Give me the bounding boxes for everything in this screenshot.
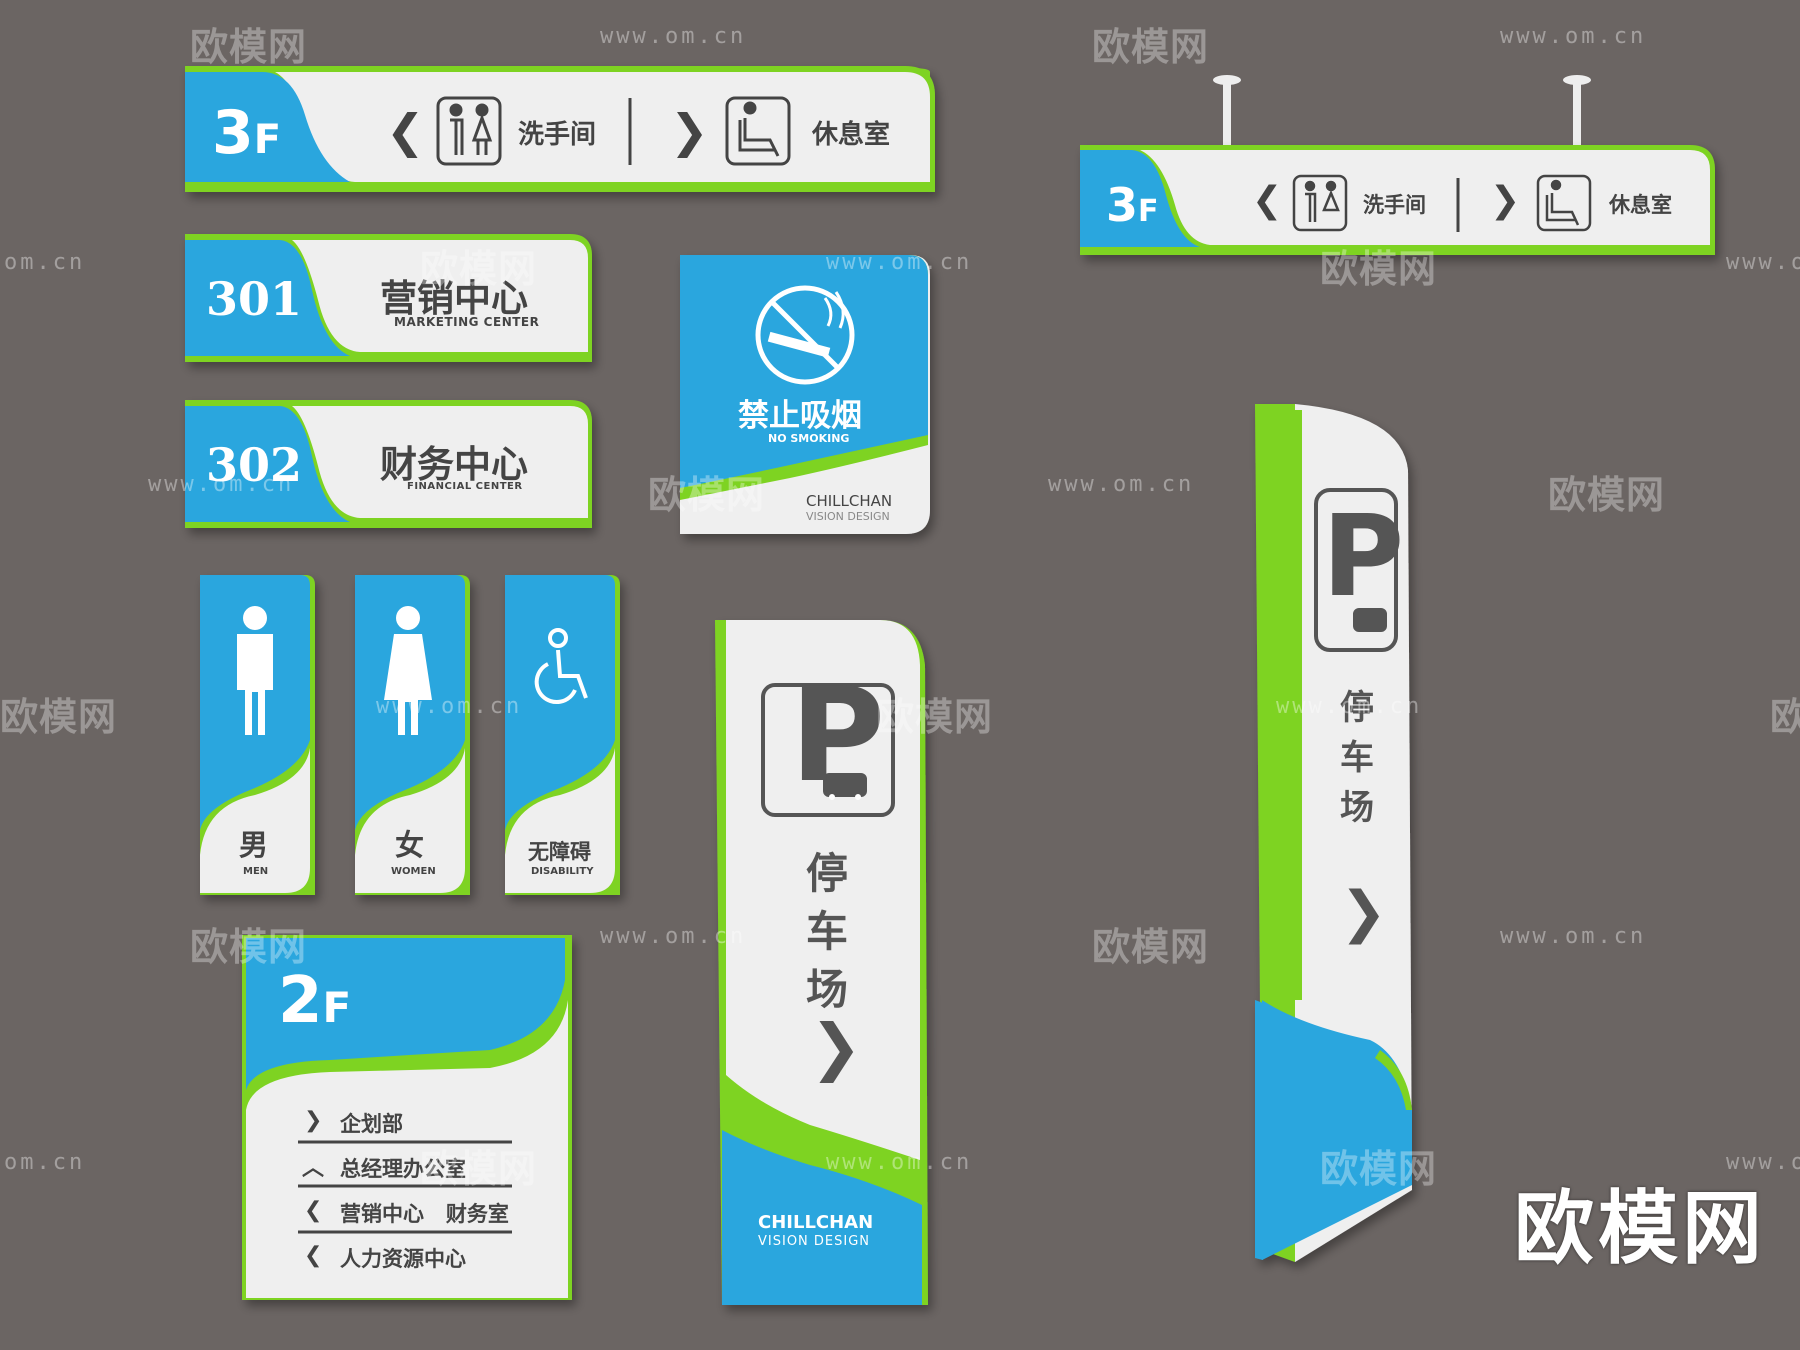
- sign-toilet-disability: [505, 575, 620, 895]
- directory-arrow-icon: ︿: [302, 1156, 325, 1181]
- watermark-url: om.cn: [4, 1150, 86, 1175]
- woman-icon: [384, 606, 432, 735]
- right-arrow-icon: ❯: [810, 1010, 862, 1083]
- parking-char: 停: [1340, 688, 1374, 728]
- parking-p-icon: [761, 683, 895, 817]
- room-number: 302: [206, 438, 303, 492]
- toilet-label: 男: [239, 828, 269, 862]
- hanging-rods: [1213, 75, 1591, 150]
- parking-char: 车: [806, 907, 849, 956]
- watermark-url: www.om.cn: [1048, 472, 1195, 497]
- watermark-url: www.om.cn: [1726, 250, 1800, 275]
- right-arrow-icon: ❯: [670, 104, 709, 158]
- watermark-url: www.om.cn: [1276, 694, 1423, 719]
- toilet-label-en: MEN: [243, 866, 269, 877]
- restroom-label: 洗手间: [1363, 193, 1426, 217]
- watermark-logo: 欧模网: [190, 925, 308, 969]
- watermark-logo: 欧模网: [876, 695, 994, 739]
- watermark-logo: 欧模网: [420, 247, 538, 291]
- brand-name: CHILLCHAN: [806, 492, 893, 510]
- toilet-label: 无障碍: [528, 840, 591, 864]
- room-title: 财务中心: [380, 443, 528, 486]
- directory-row: 总经理办公室: [340, 1157, 466, 1181]
- sign-room-302: [185, 400, 592, 528]
- watermark-url: www.om.cn: [826, 1150, 973, 1175]
- lounge-label: 休息室: [812, 120, 891, 150]
- watermark-logo: 欧模网: [1092, 25, 1210, 69]
- directory-row: 企划部: [340, 1112, 403, 1136]
- restroom-label: 洗手间: [518, 120, 597, 150]
- watermark-logo: 欧模网: [1548, 473, 1666, 517]
- left-arrow-icon: ❮: [1252, 180, 1283, 221]
- man-icon: [237, 606, 273, 735]
- watermark-url: www.om.cn: [1726, 1150, 1800, 1175]
- watermark-logo: 欧模网: [1770, 695, 1800, 739]
- floor-number-2f: 2F: [278, 964, 352, 1038]
- watermark-logo: 欧模网: [420, 1147, 538, 1191]
- watermark-url: www.om.cn: [1500, 24, 1647, 49]
- floor-number-hanging: 3F: [1106, 178, 1159, 232]
- sign-parking-totem: [715, 620, 928, 1305]
- directory-arrow-icon: ❮: [304, 1198, 323, 1223]
- parking-char: 场: [806, 965, 849, 1014]
- sign-parking-pylon: [1255, 404, 1412, 1262]
- watermark-logo: 欧模网: [1092, 925, 1210, 969]
- seat-icon-small: [1536, 174, 1592, 232]
- watermark-url: www.om.cn: [376, 694, 523, 719]
- seat-icon: [725, 96, 791, 166]
- lounge-label: 休息室: [1609, 193, 1672, 217]
- directory-row: 人力资源中心: [340, 1247, 466, 1271]
- pylon-p-letter: P: [1322, 492, 1405, 622]
- pylon-p-icon: [1314, 488, 1398, 652]
- brand-watermark: 欧模网: [1514, 1182, 1766, 1275]
- wheelchair-icon: [534, 628, 588, 704]
- parking-p-letter: P: [790, 659, 886, 811]
- sign-3f-hanging: [1080, 145, 1715, 255]
- watermark-url: www.om.cn: [826, 250, 973, 275]
- watermark-logo: 欧模网: [1320, 247, 1438, 291]
- watermark-url: www.om.cn: [600, 924, 747, 949]
- floor-number: 3F: [212, 98, 282, 168]
- no-smoking-icon: [755, 285, 855, 385]
- watermark-logo: 欧模网: [648, 473, 766, 517]
- watermark-url: www.om.cn: [600, 24, 747, 49]
- watermark-logo: 欧模网: [1320, 1147, 1438, 1191]
- no-smoking-title-en: NO SMOKING: [768, 432, 850, 445]
- toilet-label: 女: [395, 828, 425, 862]
- directory-dividers: [298, 1140, 512, 1234]
- no-smoking-title: 禁止吸烟: [738, 398, 862, 434]
- watermark-logo: 欧模网: [0, 695, 118, 739]
- brand-subtitle: VISION DESIGN: [758, 1234, 871, 1249]
- watermark-url: www.om.cn: [148, 472, 295, 497]
- directory-arrow-icon: ❮: [304, 1243, 323, 1268]
- left-arrow-icon: ❮: [386, 104, 425, 158]
- toilet-label-en: DISABILITY: [531, 866, 594, 877]
- room-title-en: FINANCIAL CENTER: [407, 481, 523, 492]
- sign-2f-directory: [242, 935, 572, 1300]
- parking-char: 停: [806, 849, 849, 898]
- restroom-icon: [436, 96, 502, 166]
- room-title-en: MARKETING CENTER: [394, 315, 540, 329]
- directory-row: 营销中心 财务室: [340, 1202, 509, 1226]
- toilet-label-en: WOMEN: [391, 866, 436, 877]
- parking-char: 车: [1340, 738, 1374, 778]
- sign-room-301: [185, 234, 592, 362]
- directory-arrow-icon: ❯: [304, 1108, 323, 1133]
- right-arrow-icon: ❯: [1490, 180, 1521, 221]
- brand-name: CHILLCHAN: [758, 1212, 874, 1233]
- right-arrow-icon: ❯: [1340, 880, 1387, 945]
- watermark-logo: 欧模网: [190, 25, 308, 69]
- sign-no-smoking: [680, 255, 930, 534]
- room-number: 301: [206, 272, 303, 326]
- watermark-url: www.om.cn: [1500, 924, 1647, 949]
- sign-toilet-men: [200, 575, 315, 895]
- brand-subtitle: VISION DESIGN: [806, 510, 890, 523]
- restroom-icon-small: [1292, 174, 1348, 232]
- parking-char: 场: [1340, 788, 1374, 828]
- watermark-url: om.cn: [4, 250, 86, 275]
- room-title: 营销中心: [380, 277, 528, 320]
